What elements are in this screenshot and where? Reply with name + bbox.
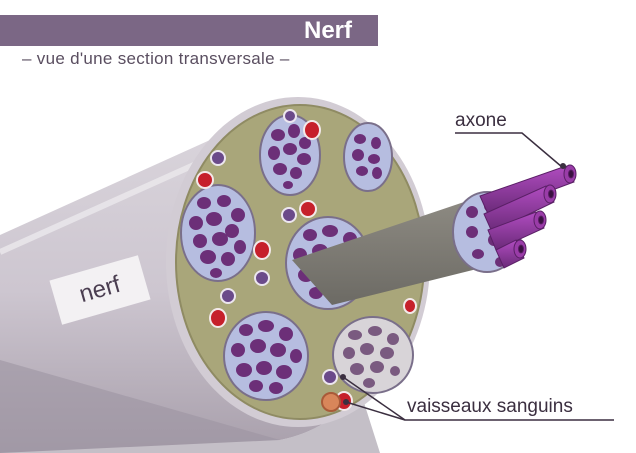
- fascicle: [180, 184, 256, 282]
- fascicle: [223, 311, 309, 401]
- label-vaisseaux-sanguins: vaisseaux sanguins: [407, 396, 573, 417]
- blood-vessels: [196, 109, 417, 412]
- fascicle: [343, 122, 393, 192]
- fascicle: [332, 316, 414, 394]
- axone-leader-line: [455, 132, 563, 168]
- page-title: Nerf: [303, 17, 352, 44]
- fascicles: [180, 114, 414, 401]
- nerve-sheath-shadow: [0, 360, 380, 453]
- page-subtitle: – vue d'une section transversale –: [22, 49, 290, 68]
- label-axone: axone: [455, 110, 507, 131]
- nerve-sheath-highlight: [0, 157, 207, 255]
- axon-tubes: [479, 164, 577, 269]
- title-bar: Nerf: [0, 15, 378, 46]
